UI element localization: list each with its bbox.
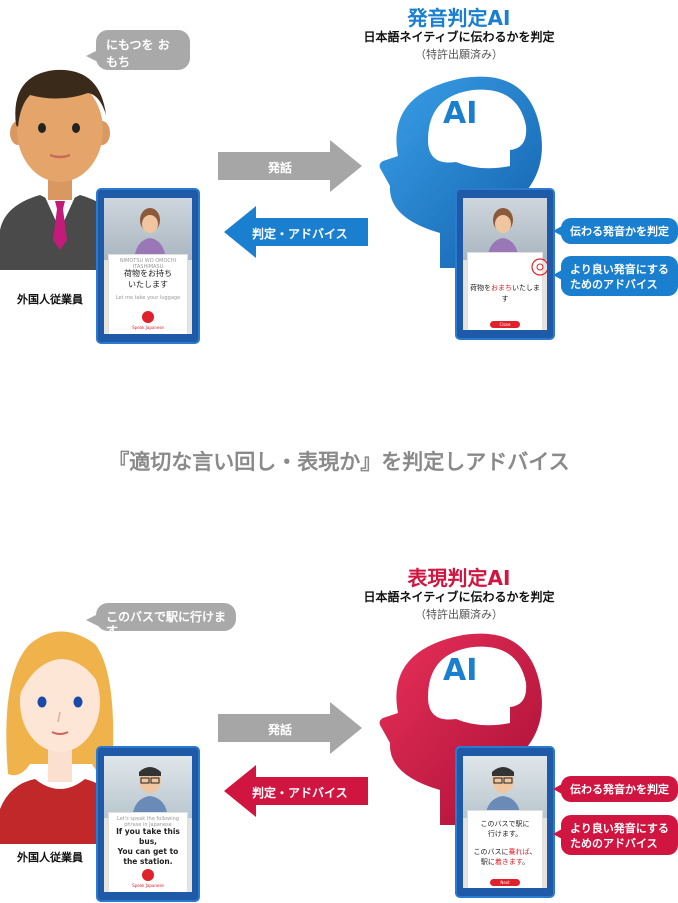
result-card: このバスで駅に 行けます。 このバスに乗れば、 駅に着きます。 Next	[467, 810, 543, 888]
suggestion-highlight: 着きます	[494, 858, 523, 866]
phrase-card: NIMOTSU WO OMOCHI ITASHIMASU 荷物をお持ち いたしま…	[108, 254, 188, 334]
advice-arrow-label: 判定・アドバイス	[252, 786, 348, 800]
mic-button[interactable]	[142, 311, 154, 323]
mistake-highlight: おまち	[491, 284, 512, 292]
ai-head-label: AI	[443, 653, 478, 688]
advice-arrow	[224, 765, 368, 817]
speak-arrow	[218, 140, 362, 192]
section-title: 『適切な言い回し・表現か』を判定しアドバイス	[108, 450, 570, 474]
advice-arrow	[224, 206, 368, 258]
mic-button[interactable]	[142, 869, 154, 881]
speech-bubble: にもつを おもち いたします	[96, 30, 190, 86]
speak-arrow-label: 発話	[268, 161, 293, 175]
person-label: 外国人従業員	[17, 293, 83, 306]
teacher-avatar	[487, 208, 519, 260]
ai-head-label: AI	[443, 96, 478, 131]
phone-result: 荷物をおまちいたします Close	[455, 188, 555, 340]
speak-arrow-label: 発話	[268, 723, 293, 737]
advice-pill: より良い発音にする ためのアドバイス	[561, 256, 678, 296]
female-employee-illustration	[0, 631, 118, 844]
teacher-avatar	[134, 208, 166, 260]
phone-screen: このバスで駅に 行けます。 このバスに乗れば、 駅に着きます。 Next	[463, 756, 547, 888]
speak-arrow	[218, 702, 362, 754]
person-label: 外国人従業員	[17, 851, 83, 864]
speech-bubble-tail	[86, 614, 98, 626]
original-phrase: このバスで駅に 行けます。	[480, 820, 530, 838]
romaji-text: NIMOTSU WO OMOCHI ITASHIMASU	[119, 258, 177, 270]
phrase-text: 荷物をお持ち いたします	[124, 269, 172, 289]
phone-screen: NIMOTSU WO OMOCHI ITASHIMASU 荷物をお持ち いたしま…	[104, 198, 192, 334]
ai-subtitle: 日本語ネイティブに伝わるかを判定	[363, 30, 555, 44]
male-employee-illustration	[0, 69, 118, 270]
phrase-text: If you take this bus, You can get to the…	[116, 827, 180, 866]
result-card: 荷物をおまちいたします Close	[467, 252, 547, 330]
advice-pill: より良い発音にする ためのアドバイス	[561, 815, 678, 855]
phone-learner: Let's speak the following phrase in Japa…	[96, 746, 200, 902]
judge-pill: 伝わる発音かを判定	[561, 218, 678, 244]
teacher-avatar	[485, 767, 521, 818]
phrase-card: Let's speak the following phrase in Japa…	[108, 812, 188, 892]
suggestion-highlight: 乗れば	[508, 848, 530, 856]
phone-screen: Let's speak the following phrase in Japa…	[104, 756, 192, 892]
next-button[interactable]: Next	[490, 879, 520, 886]
ai-note: （特許出願済み）	[415, 48, 503, 61]
advice-arrow-label: 判定・アドバイス	[252, 227, 348, 241]
prompt-text: Let's speak the following phrase in Japa…	[117, 816, 179, 828]
ai-subtitle: 日本語ネイティブに伝わるかを判定	[363, 590, 555, 604]
ai-title: 発音判定AI	[407, 6, 511, 30]
mic-label: Speak Japanese	[132, 325, 164, 330]
close-button[interactable]: Close	[490, 321, 520, 328]
phone-result: このバスで駅に 行けます。 このバスに乗れば、 駅に着きます。 Next	[455, 746, 555, 898]
phone-screen: 荷物をおまちいたします Close	[463, 198, 547, 330]
phone-learner: NIMOTSU WO OMOCHI ITASHIMASU 荷物をお持ち いたしま…	[96, 188, 200, 344]
flower-stamp-icon	[531, 258, 547, 276]
teacher-avatar	[132, 767, 168, 818]
ai-note: （特許出願済み）	[415, 608, 503, 621]
suggested-phrase: このバスに乗れば、 駅に着きます。	[473, 848, 537, 866]
speech-bubble: このバスで駅に行けます	[96, 603, 236, 638]
speech-bubble-tail	[86, 50, 98, 62]
result-text: 荷物をおまちいたします	[470, 284, 540, 303]
mic-label: Speak Japanese	[132, 883, 164, 888]
hint-text: Let me take your luggage	[115, 295, 181, 301]
judge-pill: 伝わる発音かを判定	[561, 776, 678, 802]
ai-title: 表現判定AI	[407, 566, 511, 590]
